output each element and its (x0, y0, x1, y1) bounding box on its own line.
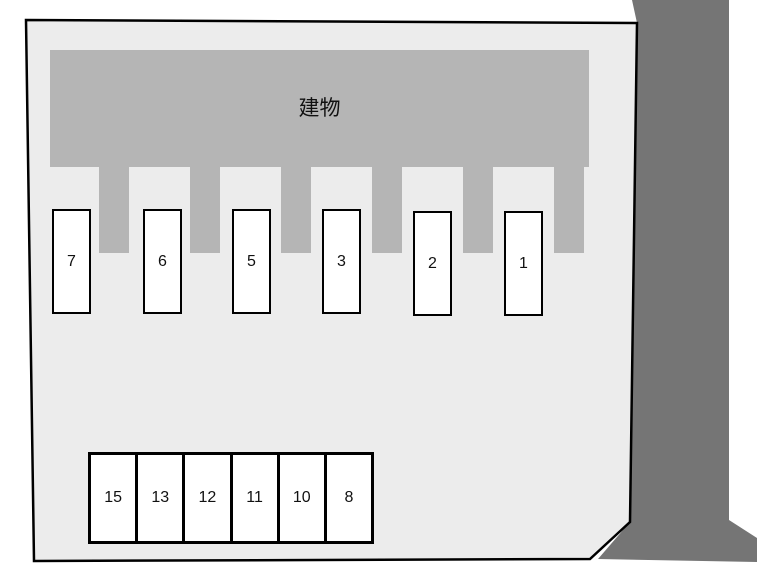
building-prong (99, 166, 129, 253)
building-label: 建物 (298, 96, 341, 120)
space-number: 15 (104, 489, 122, 506)
building-prong (372, 166, 402, 253)
building-prong (463, 166, 493, 253)
building-prong (554, 166, 584, 253)
space-number: 12 (198, 489, 217, 506)
building: 建物 (50, 50, 589, 167)
parking-space-15[interactable]: 15 (91, 455, 139, 541)
bottom-parking-row: 15 13 12 11 10 8 (88, 452, 374, 544)
parking-space-3[interactable]: 3 (322, 209, 361, 314)
building-prong (281, 166, 311, 253)
space-number: 11 (246, 489, 263, 506)
building-prong (190, 166, 220, 253)
parking-space-2[interactable]: 2 (413, 211, 452, 316)
parking-space-8[interactable]: 8 (326, 455, 372, 541)
parking-space-13[interactable]: 13 (138, 455, 186, 541)
space-number: 6 (158, 252, 167, 270)
parking-space-7[interactable]: 7 (52, 209, 91, 314)
space-number: 7 (67, 252, 76, 270)
space-number: 10 (292, 489, 311, 506)
space-number: 5 (247, 252, 256, 270)
space-number: 1 (519, 254, 528, 272)
space-number: 3 (337, 252, 346, 270)
space-number: 13 (151, 489, 170, 506)
parking-space-5[interactable]: 5 (232, 209, 271, 314)
parking-space-10[interactable]: 10 (279, 455, 327, 541)
parking-space-11[interactable]: 11 (232, 455, 280, 541)
parking-space-1[interactable]: 1 (504, 211, 543, 316)
parking-space-6[interactable]: 6 (143, 209, 182, 314)
space-number: 8 (344, 489, 354, 506)
space-number: 2 (428, 254, 437, 272)
road (598, 0, 757, 562)
parking-space-12[interactable]: 12 (185, 455, 233, 541)
